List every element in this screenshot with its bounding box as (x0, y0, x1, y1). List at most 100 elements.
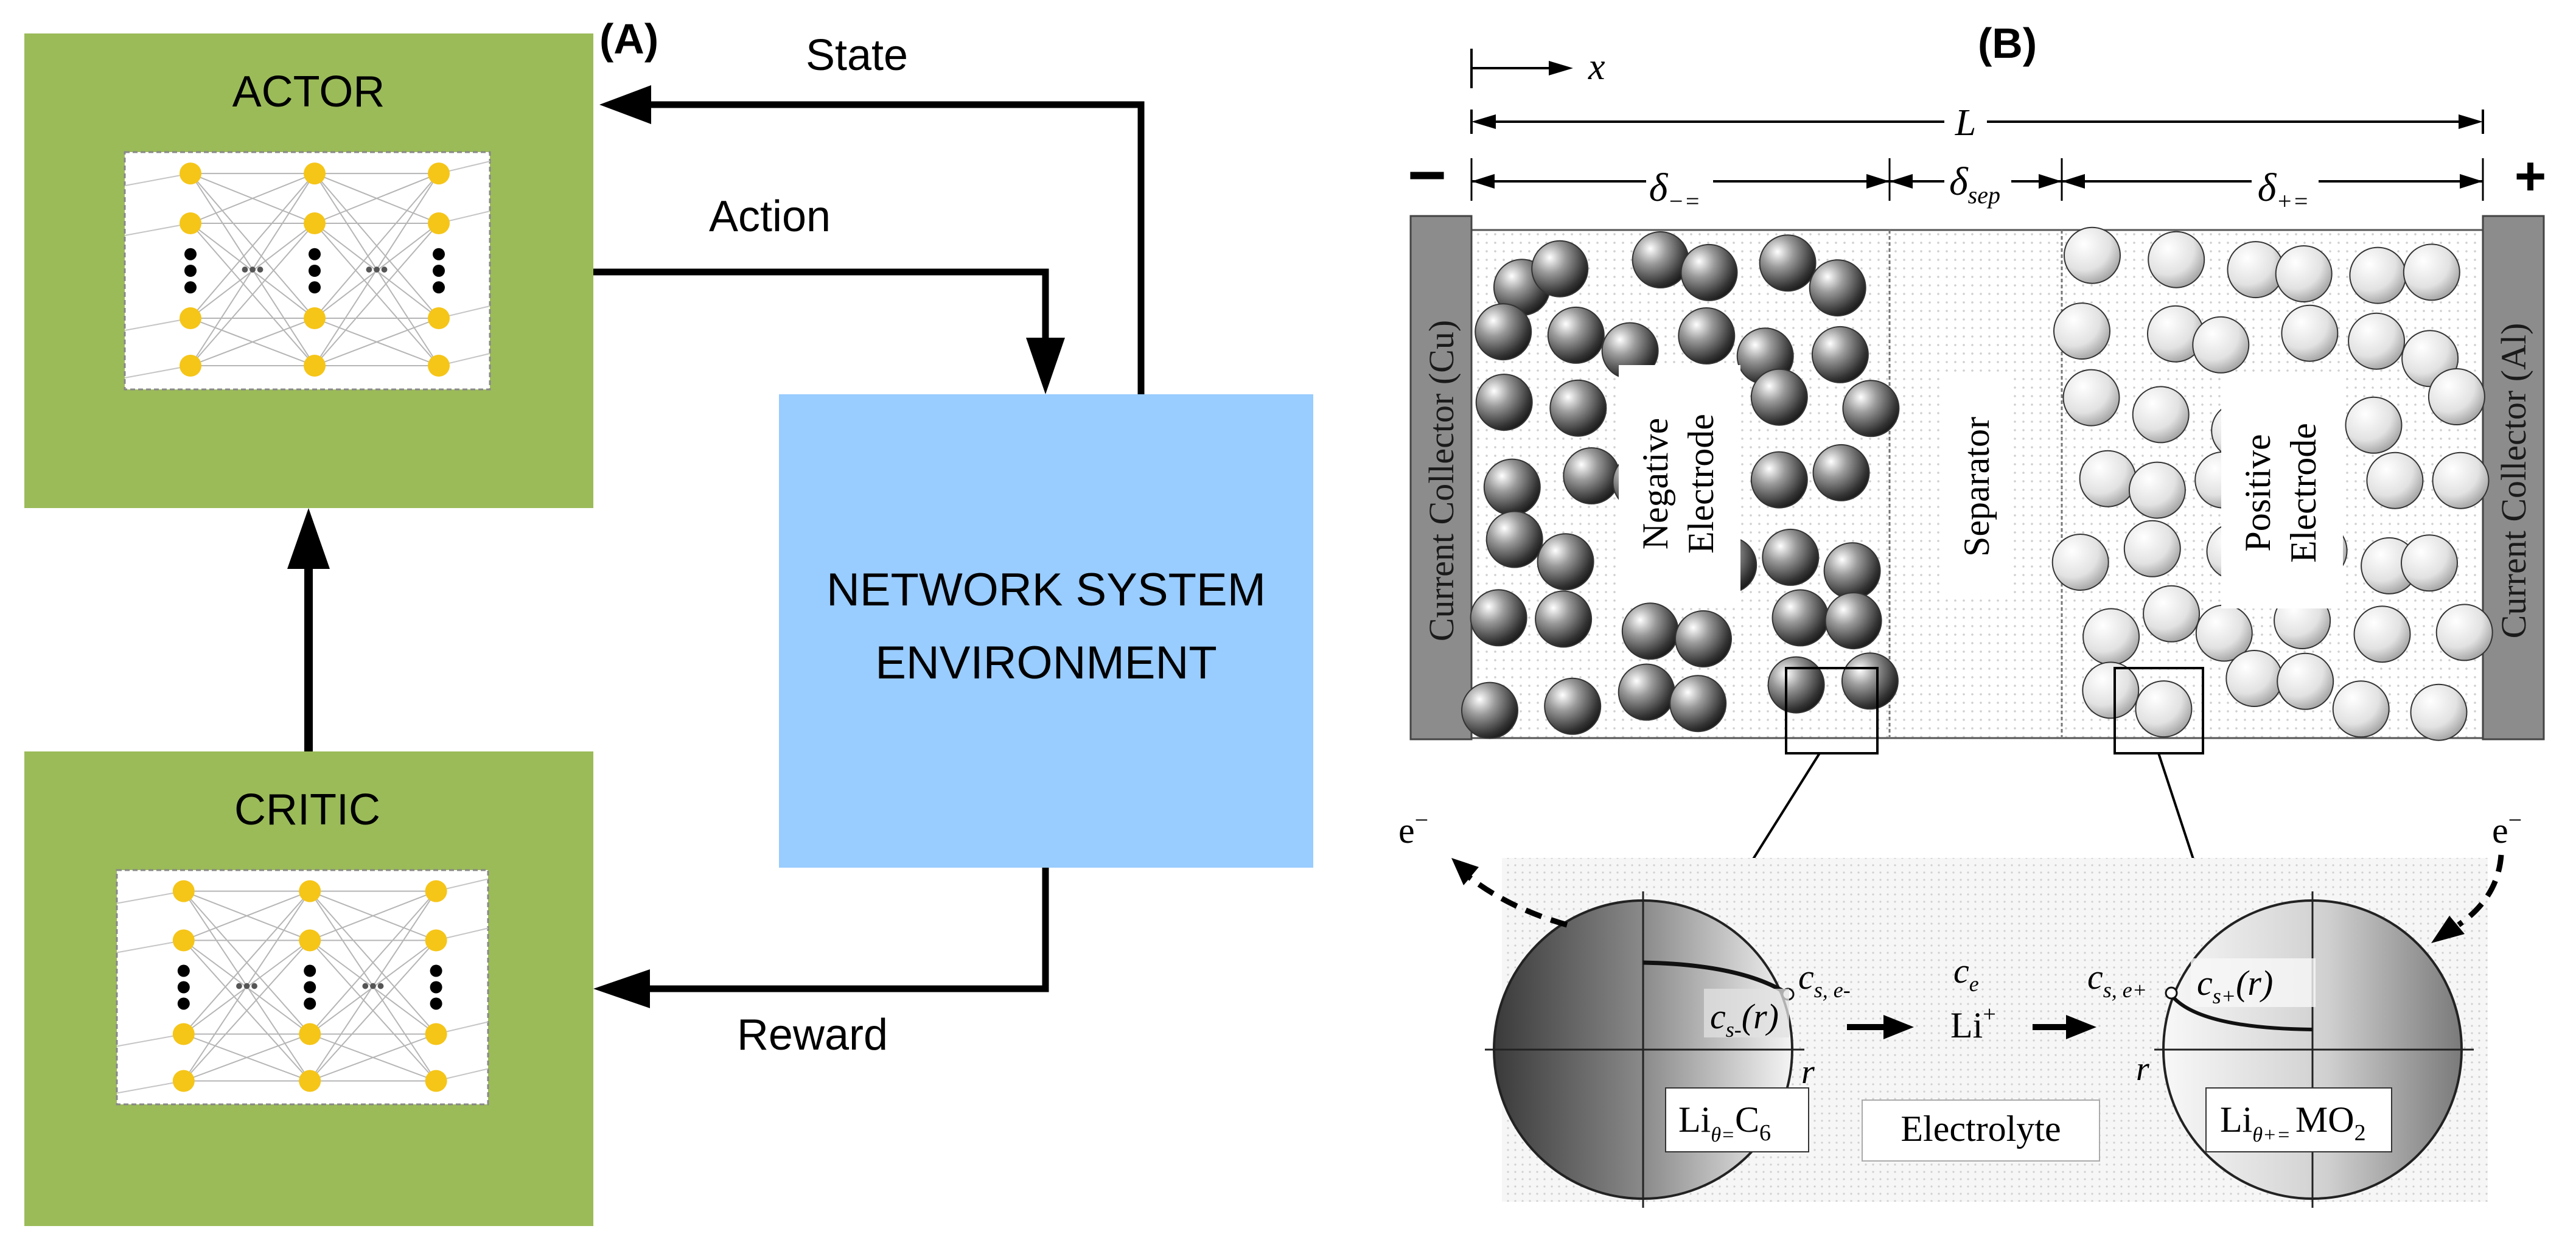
x-label: x (1588, 46, 1605, 88)
cathode-r-label: r (2136, 1050, 2149, 1088)
nn-neuron (299, 929, 321, 952)
nn-ellipsis-dot (304, 964, 316, 977)
actor-title: ACTOR (232, 68, 385, 116)
electrode-particle (1675, 610, 1732, 667)
electrode-particle (1669, 675, 1727, 733)
battery-cell: Current Collector (Cu) Current Collector… (1409, 215, 2545, 754)
action-label: Action (709, 192, 831, 241)
electron-right: e− (2492, 806, 2522, 851)
electrode-particle (2349, 246, 2407, 304)
separator-label: Separator (1956, 417, 1997, 557)
electrode-particle (1750, 368, 1808, 426)
x-axis-arrow: x (1470, 46, 1605, 88)
ion-flow-arrow-1 (1847, 1015, 1914, 1039)
electrode-particle (1470, 589, 1527, 647)
electrode-particle (2128, 461, 2186, 519)
panel-a: (A) ACTOR •••••• CRITIC •••••• NETWORK S… (24, 15, 1313, 1226)
electrode-particle (1762, 528, 1820, 586)
electrode-particle (1811, 326, 1869, 383)
action-arrow (593, 268, 1065, 394)
cs-positive-surface: cs, e+ (2087, 957, 2147, 1002)
nn-connections (116, 878, 489, 1094)
anode-r-label: r (1801, 1053, 1815, 1091)
nn-neuron (172, 880, 195, 902)
electrode-particle (1842, 380, 1900, 437)
nn-ellipsis-dot (309, 265, 321, 277)
reward-label: Reward (737, 1011, 888, 1059)
nn-ellipsis-dot (177, 981, 190, 994)
electrode-particle (2345, 396, 2403, 454)
critic-title: CRITIC (234, 786, 380, 834)
electrode-particle (2435, 604, 2493, 661)
electrode-particle (1680, 243, 1738, 301)
electrode-particle (2275, 245, 2333, 302)
electrode-particle (2410, 683, 2468, 741)
anode-particle: Liθ=C6 r cs-(r) cs, e- (1485, 891, 1851, 1208)
electrode-particle (2062, 369, 2120, 427)
nn-neuron (172, 929, 195, 952)
electrode-particle (1678, 307, 1736, 364)
electron-in-arrow: e− (2431, 806, 2522, 943)
nn-ellipsis-dot (184, 265, 197, 277)
nn-horizontal-ellipsis: ••• (241, 257, 264, 282)
nn-ellipsis-dot (430, 964, 442, 977)
electrode-particle (1771, 589, 1829, 647)
nn-ellipsis-dot (430, 997, 442, 1010)
electrode-particle (1563, 447, 1621, 504)
nn-ellipsis-dot (184, 281, 197, 294)
electrode-particle (1812, 444, 1870, 501)
environment-line1: NETWORK SYSTEM (826, 564, 1266, 616)
nn-neuron (180, 162, 201, 185)
nn-neuron (304, 212, 326, 234)
electrode-particle (1621, 602, 1679, 660)
cs-negative-surface: cs, e- (1798, 957, 1851, 1002)
electrode-particle (2428, 368, 2485, 425)
electrode-particle (2332, 680, 2390, 738)
electrode-particle (2277, 652, 2334, 710)
nn-ellipsis-dot (309, 248, 321, 260)
electrode-particle (1824, 592, 1882, 650)
electrode-particle (1549, 379, 1607, 437)
electrode-particle (2132, 386, 2190, 444)
electrode-particle (1544, 677, 1602, 735)
nn-ellipsis-dot (309, 281, 321, 294)
electrode-particle (1809, 259, 1866, 317)
nn-neuron (428, 162, 450, 185)
electrode-particle (1632, 231, 1689, 288)
electrode-particle (1547, 306, 1605, 364)
nn-ellipsis-dot (433, 281, 445, 294)
electrode-particle (1618, 663, 1675, 721)
nn-neuron (425, 1070, 447, 1092)
nn-neuron (425, 1023, 447, 1045)
panel-b: (B) x L − + (1398, 19, 2546, 1208)
nn-ellipsis-dot (433, 265, 445, 277)
panel-a-label: (A) (599, 15, 658, 63)
delta-separator: δsep (1949, 159, 2000, 209)
critic-neural-network-icon: •••••• (116, 869, 489, 1106)
nn-neuron (299, 880, 321, 902)
anode-formula: Liθ=C6 (1678, 1099, 1771, 1146)
reward-arrow (593, 868, 1049, 1008)
electrode-particle (1535, 590, 1593, 648)
electrode-particle (1750, 451, 1808, 509)
nn-neuron (428, 212, 450, 234)
positive-electrode-label-2: Electrode (2283, 423, 2323, 563)
electrode-particle (1531, 240, 1589, 298)
electrode-particle (2403, 243, 2460, 301)
electrode-particle (2348, 312, 2406, 370)
nn-neuron (172, 1070, 195, 1092)
electrode-particle (2079, 450, 2137, 507)
nn-horizontal-ellipsis: ••• (236, 974, 259, 998)
nn-ellipsis-dot (184, 248, 197, 260)
nn-horizontal-ellipsis: ••• (365, 257, 388, 282)
electrode-particle (2082, 608, 2140, 666)
electrode-particle (2051, 534, 2109, 591)
electrode-particle (1475, 374, 1533, 431)
negative-electrode-label-2: Electrode (1681, 414, 1721, 554)
particle-detail: Liθ=C6 r cs-(r) cs, e- e− (1398, 806, 2522, 1208)
nn-ellipsis-dot (433, 248, 445, 260)
electrode-particle (2053, 302, 2110, 360)
electrode-particle (2353, 605, 2411, 663)
length-label: L (1955, 102, 1976, 144)
